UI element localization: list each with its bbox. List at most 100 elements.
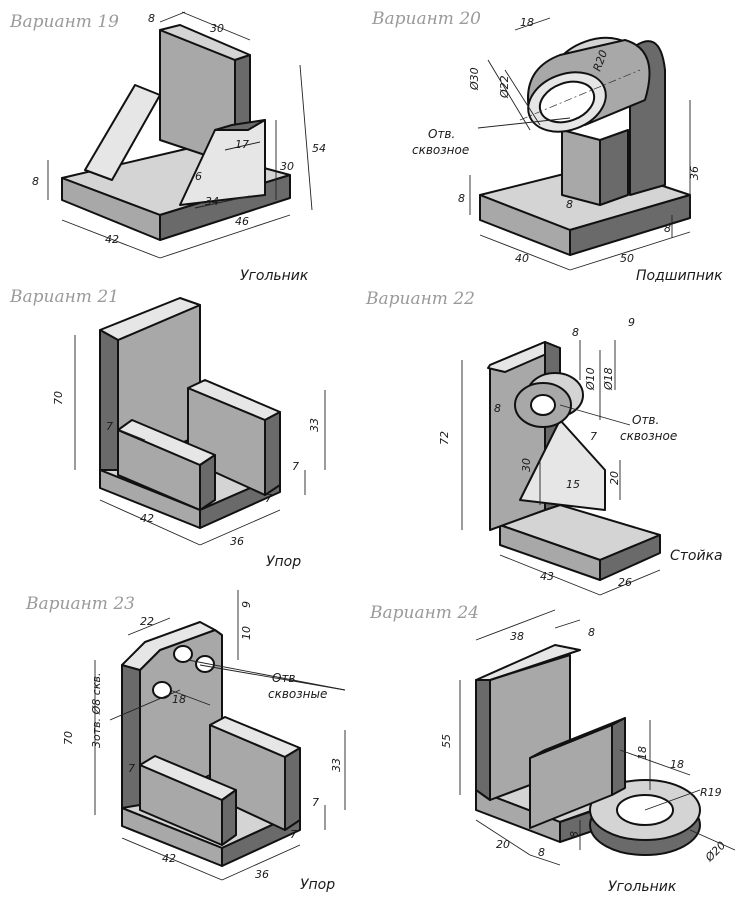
- v22-rib: [519, 419, 606, 511]
- v21-right-wall-side: [264, 411, 281, 496]
- v22-dim: Ø18: [602, 367, 615, 391]
- v19-right-rib-top: [214, 119, 266, 131]
- v24-dim: 38: [510, 630, 524, 643]
- v22-dim: 20: [608, 471, 621, 485]
- variant-19: Вариант 19 8 30 54 30 17 6 34 46 42 8 Уг…: [9, 11, 326, 284]
- v22-dim: 26: [618, 576, 632, 589]
- v21-dim: 7: [265, 492, 272, 505]
- v23-hole-2: [195, 655, 215, 673]
- v21-front-wall-side: [199, 454, 216, 511]
- v20-note-line2: сквозное: [412, 143, 469, 157]
- v23-dim: 22: [140, 615, 154, 628]
- v22-base-side: [599, 534, 661, 581]
- v24-back-wall-side: [475, 679, 491, 801]
- v24-dim: 55: [440, 734, 453, 748]
- v24-rib-side: [611, 717, 626, 796]
- variant-20-title: Вариант 20: [371, 9, 481, 29]
- v22-dim: 43: [540, 570, 554, 583]
- v20-dim: 40: [515, 252, 529, 265]
- v20-dim: Ø30: [468, 67, 481, 91]
- v23-dim: 3отв. Ø8 скв.: [90, 673, 103, 748]
- v22-dim: 15: [566, 478, 580, 491]
- v19-dim: 34: [205, 195, 219, 208]
- v23-dim: 70: [62, 731, 75, 745]
- v22-note-line2: сквозное: [620, 429, 677, 443]
- v24-dim: 18: [636, 746, 649, 760]
- v24-dim: 18: [670, 758, 684, 771]
- v20-dim: 8: [664, 222, 671, 235]
- v20-dim: 50: [620, 252, 634, 265]
- variant-22: Вариант 22 72 8 9 Ø10 Ø18 8 7 30 20 15: [365, 289, 723, 596]
- v23-dim: 10: [240, 626, 253, 640]
- v24-dim: 8: [568, 831, 581, 838]
- v21-dim: 42: [140, 512, 154, 525]
- v19-dim: 6: [195, 170, 202, 183]
- v22-dim: 9: [628, 316, 635, 329]
- variant-24-title: Вариант 24: [369, 603, 479, 623]
- v20-dim: 8: [566, 198, 573, 211]
- v22-dim: 7: [590, 430, 597, 443]
- variant-22-title: Вариант 22: [365, 289, 475, 309]
- v23-dim: 33: [330, 758, 343, 772]
- v24-dim: Ø20: [702, 839, 728, 865]
- v20-column-front: [561, 129, 601, 206]
- v19-dim: 8: [148, 12, 155, 25]
- v24-dim: 8: [538, 846, 545, 859]
- v20-dim: Ø22: [498, 75, 511, 99]
- v22-hole: [530, 394, 556, 416]
- v23-back-wall-top: [121, 621, 216, 671]
- v19-dim: 54: [312, 142, 326, 155]
- v20-column-side: [599, 129, 629, 206]
- v23-dim: 42: [162, 852, 176, 865]
- v19-dim: 30: [280, 160, 294, 173]
- v21-dim: 36: [230, 535, 244, 548]
- v22-note-line1: Отв.: [632, 413, 659, 427]
- variant-24-caption: Угольник: [608, 879, 677, 895]
- v23-hole-3: [152, 681, 172, 699]
- v24-dim: 20: [496, 838, 510, 851]
- v23-right-wall-side: [284, 747, 301, 831]
- v21-dim: 33: [308, 418, 321, 432]
- v19-dim: 17: [235, 138, 249, 151]
- v19-dim: 30: [210, 22, 224, 35]
- variant-21: Вариант 21 70 7 33 7 7 42 36 Упор: [9, 287, 326, 570]
- v23-dim: 7: [128, 762, 135, 775]
- v24-dim: R19: [700, 786, 722, 799]
- v23-back-wall-side: [121, 664, 141, 809]
- variant-23: Вариант 23 22 9 10 3отв.: [25, 590, 346, 893]
- variant-20-caption: Подшипник: [636, 268, 723, 284]
- variant-23-title: Вариант 23: [25, 594, 135, 614]
- v23-note-line1: Отв.: [272, 671, 299, 685]
- variant-19-caption: Угольник: [240, 268, 309, 284]
- v22-dim: 8: [572, 326, 579, 339]
- variant-19-title: Вариант 19: [9, 12, 119, 32]
- v22-dim: 30: [520, 458, 533, 472]
- variant-20: Вариант 20 18 Ø30 Ø22 R20 36 8 8 50 40: [371, 9, 723, 284]
- v20-dim: 8: [458, 192, 465, 205]
- v19-dim: 42: [105, 233, 119, 246]
- v21-dim: 7: [106, 420, 113, 433]
- v21-dim: 7: [292, 460, 299, 473]
- v23-dim: 9: [240, 601, 253, 608]
- v19-dim: 46: [235, 215, 249, 228]
- v19-dim: 8: [32, 175, 39, 188]
- v20-dim: 36: [688, 166, 701, 180]
- variant-24: Вариант 24 38 8 55 18 18 R19 20 8: [369, 603, 736, 895]
- v20-dim: 18: [520, 16, 534, 29]
- v20-base-side: [569, 194, 691, 256]
- v23-dim: 36: [255, 868, 269, 881]
- v24-dim: 8: [588, 626, 595, 639]
- v23-hole-1: [173, 645, 193, 663]
- v23-dim: 7: [312, 796, 319, 809]
- v23-note-line2: сквозные: [268, 687, 327, 701]
- v23-dim: 18: [172, 693, 186, 706]
- variant-22-caption: Стойка: [670, 548, 723, 564]
- v21-dim: 70: [52, 391, 65, 405]
- v19-left-rib: [84, 84, 161, 181]
- v23-front-wall-side: [221, 789, 237, 846]
- v23-dim: 7: [290, 828, 297, 841]
- variant-23-caption: Упор: [300, 877, 335, 893]
- v20-note-line1: Отв.: [428, 127, 455, 141]
